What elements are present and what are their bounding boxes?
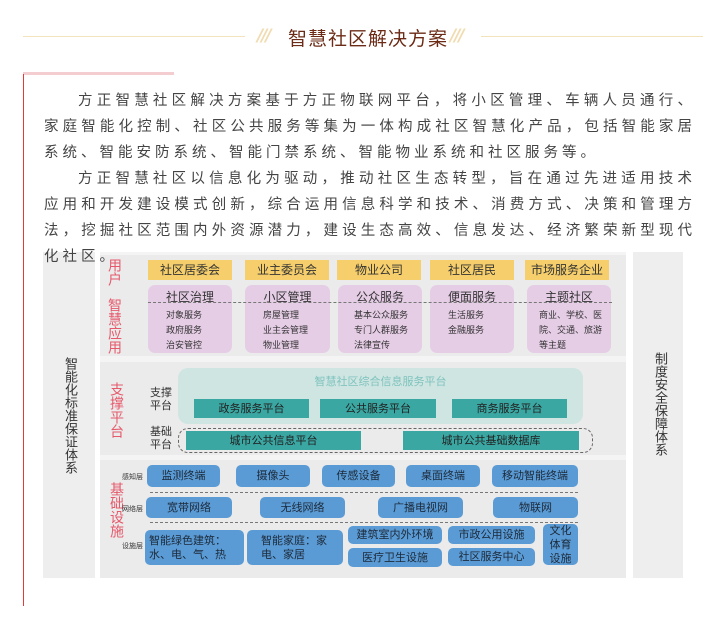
app-item: 基本公众服务: [354, 311, 409, 321]
intro-paragraph-1: 方正智慧社区解决方案基于方正物联网平台，将小区管理、车辆人员通行、家庭智能化控制…: [44, 93, 696, 161]
perception-box: 移动智能终端: [492, 465, 578, 487]
perception-layer-label: 感知层: [122, 473, 143, 481]
user-box: 社区居民: [430, 260, 514, 280]
support-platform-label: 支撑平台: [150, 386, 172, 412]
platform-section-label: 支撑平台: [108, 382, 124, 438]
perception-box: 监测终端: [147, 465, 220, 487]
app-title: 社区治理: [165, 290, 214, 304]
app-item: 金融服务: [448, 326, 485, 336]
base-platform-box: 城市公共基础数据库: [403, 431, 579, 450]
infrastructure-label: 基础设施: [108, 482, 124, 538]
section-accent-line: [23, 74, 24, 606]
app-item: 业主会管理: [263, 326, 309, 336]
perception-box: 桌面终端: [406, 465, 480, 487]
perception-box: 传感设备: [322, 465, 395, 487]
base-platform-label: 基础平台: [150, 425, 172, 451]
app-title: 主题社区: [544, 290, 593, 304]
standards-system-label: 智能化标准保证体系: [62, 357, 77, 474]
network-box: 宽带网络: [146, 497, 232, 518]
app-box: 小区管理 房屋管理业主会管理物业管理: [245, 285, 330, 353]
apps-label: 智慧应用: [106, 298, 122, 354]
app-item: 生活服务: [448, 311, 485, 321]
network-layer-label: 网络层: [122, 505, 143, 513]
apps-divider: [148, 302, 612, 303]
security-system-label: 制度安全保障体系: [652, 352, 667, 456]
app-box: 社区治理 对象服务政府服务治安管控: [148, 285, 232, 353]
page-title: 智慧社区解决方案: [288, 28, 449, 50]
network-box: 广播电视网: [378, 497, 463, 518]
intro-text: 方正智慧社区解决方案基于方正物联网平台，将小区管理、车辆人员通行、家庭智能化控制…: [44, 88, 696, 270]
support-platform-box: 政务服务平台: [194, 399, 309, 418]
facility-box: 建筑室内外环境: [348, 526, 442, 544]
users-label: 用户: [106, 258, 122, 286]
header-divider-left: [23, 36, 245, 37]
layer-divider: [150, 492, 578, 493]
app-item: 对象服务: [166, 311, 203, 321]
app-item: 房屋管理: [263, 311, 300, 321]
app-item: 治安管控: [166, 341, 203, 351]
app-title: 小区管理: [263, 290, 312, 304]
facility-box: 智能家庭：家电、家居: [247, 530, 343, 565]
base-platform-box: 城市公共信息平台: [186, 431, 361, 450]
facility-box: 社区服务中心: [448, 548, 535, 566]
user-box: 社区居委会: [148, 260, 232, 280]
app-title: 公众服务: [355, 290, 404, 304]
facility-box: 医疗卫生设施: [348, 548, 442, 567]
header-divider-right: [481, 36, 703, 37]
network-box: 无线网络: [260, 497, 345, 518]
user-box: 市场服务企业: [525, 260, 609, 280]
app-item: 专门人群服务: [354, 326, 409, 336]
app-item: 院、交通、旅游: [539, 326, 603, 336]
app-box: 公众服务 基本公众服务专门人群服务法律宣传: [338, 285, 422, 353]
app-box: 主题社区 商业、学校、医院、交通、旅游等主题: [527, 285, 611, 353]
facility-box: 文化体育设施: [543, 524, 578, 565]
right-column: 制度安全保障体系: [633, 252, 683, 578]
intro-paragraph-2: 方正智慧社区以信息化为驱动，推动社区生态转型，旨在通过先进适用技术应用和开发建设…: [44, 171, 696, 265]
user-box: 业主委员会: [245, 260, 329, 280]
app-title: 便面服务: [447, 290, 496, 304]
app-item: 法律宣传: [354, 341, 391, 351]
app-item: 政府服务: [166, 326, 203, 336]
facility-layer-label: 设施层: [122, 542, 143, 550]
perception-box: 摄像头: [236, 465, 310, 487]
app-item: 物业管理: [263, 341, 300, 351]
app-item: 等主题: [539, 341, 567, 351]
header-decoration-right: ///: [450, 26, 465, 46]
user-box: 物业公司: [337, 260, 421, 280]
facility-box: 智能绿色建筑：水、电、气、热: [145, 530, 244, 565]
app-box: 便面服务 生活服务金融服务: [430, 285, 514, 353]
base-platform-group: [178, 428, 593, 453]
app-item: 商业、学校、医: [539, 311, 603, 321]
left-column: 智能化标准保证体系: [43, 252, 95, 578]
support-platform-box: 公共服务平台: [320, 399, 436, 418]
network-box: 物联网: [493, 497, 578, 518]
support-platform-box: 商务服务平台: [452, 399, 567, 418]
section-accent-bar: [23, 72, 174, 75]
layer-divider: [150, 522, 578, 523]
integrated-platform-title: 智慧社区综合信息服务平台: [314, 375, 447, 388]
header-decoration-left: ///: [257, 26, 272, 46]
facility-box: 市政公用设施: [448, 526, 535, 544]
